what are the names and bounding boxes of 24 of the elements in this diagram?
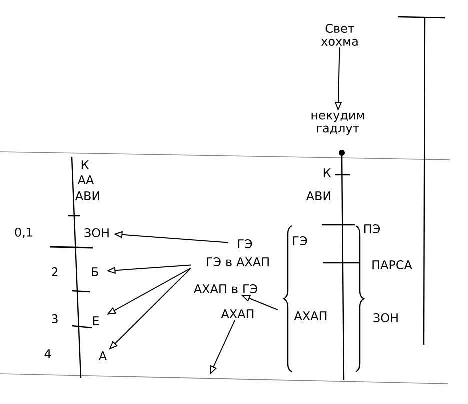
- handwritten-label: АВИ: [306, 192, 330, 200]
- handwritten-label: некудим гадлут: [312, 112, 364, 136]
- handwritten-label: ГЭ: [293, 236, 308, 246]
- handwritten-label: Е: [93, 316, 99, 326]
- handwritten-label: ЗОН: [374, 313, 398, 323]
- handwritten-label: К: [324, 168, 331, 178]
- handwritten-label: А: [99, 352, 107, 360]
- handwritten-label: Свет хохма: [321, 24, 358, 46]
- handwritten-label: АХАП в ГЭ: [194, 284, 258, 294]
- handwritten-label: 2: [52, 268, 58, 276]
- handwritten-label: ПАРСА: [372, 260, 412, 270]
- handwritten-label: АА: [78, 176, 94, 184]
- handwritten-label: ПЭ: [364, 224, 380, 234]
- handwritten-label: АВИ: [75, 192, 100, 200]
- handwritten-label: ГЭ: [238, 239, 252, 249]
- handwritten-label: 0,1: [15, 228, 32, 238]
- handwritten-label: 4: [44, 350, 52, 358]
- handwritten-label: АХАП: [221, 310, 254, 318]
- handwritten-label: АХАП: [294, 312, 327, 320]
- handwritten-label: Б: [92, 268, 98, 276]
- handwritten-label: ЗОН: [84, 228, 109, 238]
- handwritten-label: ГЭ в АХАП: [207, 257, 269, 267]
- handwritten-label: 3: [52, 314, 58, 324]
- handwritten-label: К: [82, 160, 89, 170]
